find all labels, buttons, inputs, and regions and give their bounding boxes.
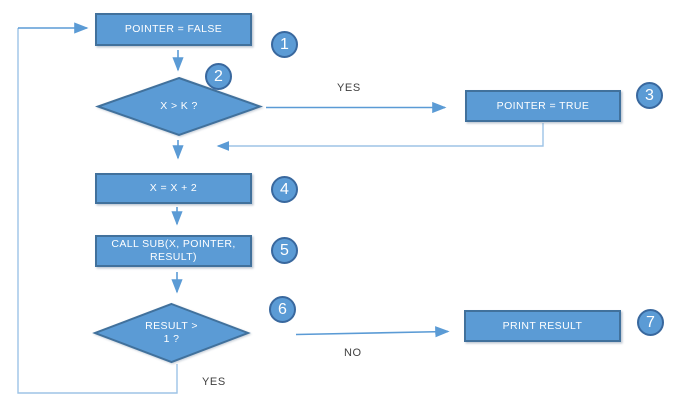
- step-badge-2-number: 2: [214, 67, 223, 85]
- step-badge-2: 2: [205, 63, 232, 90]
- step-badge-5-number: 5: [280, 241, 289, 259]
- step-badge-6: 6: [269, 296, 296, 323]
- arrow-decision2-no: [295, 326, 450, 338]
- decision-x-gt-k: X > K ?: [98, 78, 260, 135]
- decision-result-gt-1-label-line2: 1 ?: [163, 333, 180, 345]
- process-pointer-true: POINTER = TRUE: [465, 90, 621, 122]
- process-call-sub-label-line1: CALL SUB(X, POINTER,: [111, 238, 236, 250]
- step-badge-1: 1: [271, 31, 298, 58]
- edge-label-yes-top: YES: [337, 82, 361, 94]
- process-pointer-false: POINTER = FALSE: [95, 13, 252, 46]
- decision-result-gt-1-label-line1: RESULT >: [145, 320, 198, 332]
- step-badge-4: 4: [271, 176, 298, 203]
- step-badge-6-number: 6: [278, 300, 287, 318]
- process-print-result-label: PRINT RESULT: [502, 319, 583, 332]
- process-call-sub: CALL SUB(X, POINTER, RESULT): [95, 235, 252, 267]
- step-badge-3: 3: [636, 82, 663, 109]
- process-call-sub-label-line2: RESULT): [150, 251, 197, 263]
- edge-label-yes-loop: YES: [202, 376, 226, 388]
- decision-result-gt-1-shape: [92, 302, 251, 364]
- decision-x-gt-k-shape: [95, 76, 263, 137]
- step-badge-3-number: 3: [645, 86, 654, 104]
- process-print-result: PRINT RESULT: [464, 310, 621, 342]
- process-pointer-false-label: POINTER = FALSE: [124, 23, 223, 35]
- loop-line-yes: [17, 28, 178, 394]
- edge-label-no: NO: [344, 347, 362, 359]
- step-badge-7-number: 7: [646, 313, 655, 331]
- return-line-pointer-true: [216, 123, 544, 151]
- step-badge-5: 5: [271, 237, 298, 264]
- step-badge-4-number: 4: [280, 180, 289, 198]
- step-badge-1-number: 1: [280, 35, 289, 53]
- step-badge-7: 7: [637, 309, 664, 336]
- decision-result-gt-1: RESULT > 1 ?: [95, 304, 248, 362]
- process-pointer-true-label: POINTER = TRUE: [496, 99, 590, 112]
- decision-x-gt-k-label: X > K ?: [160, 100, 198, 112]
- process-x-plus-2: X = X + 2: [95, 173, 252, 204]
- process-x-plus-2-label: X = X + 2: [149, 182, 198, 194]
